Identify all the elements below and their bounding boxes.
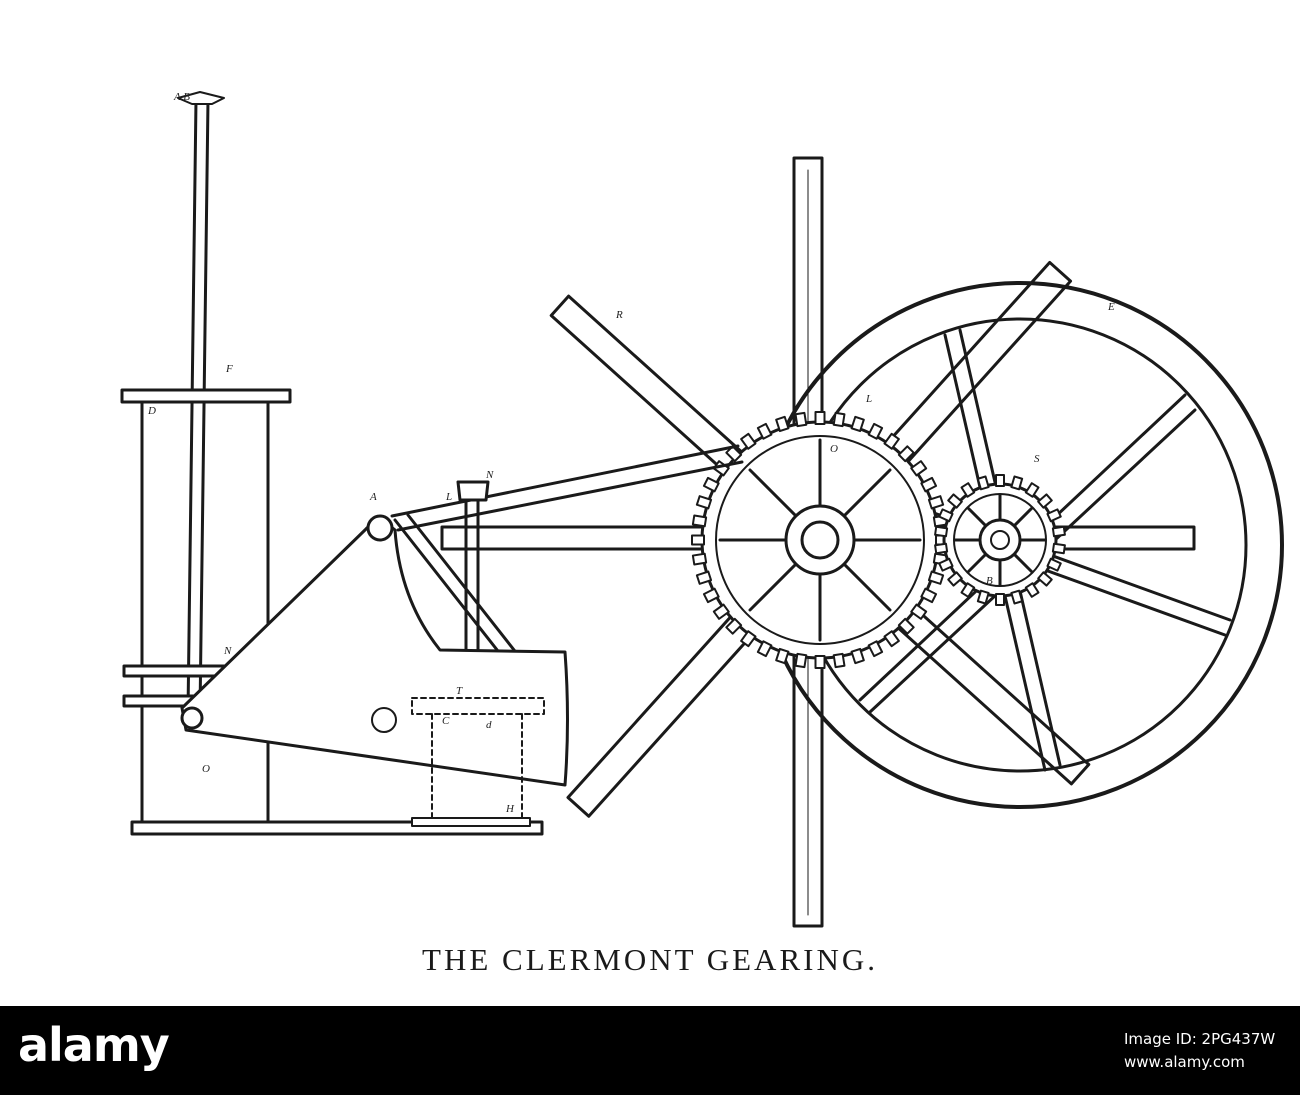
gear-tooth (702, 587, 720, 604)
gear-tooth (691, 534, 705, 546)
large-gear (691, 411, 949, 669)
gear-tooth (814, 411, 826, 425)
label-pump-right: d (486, 719, 492, 731)
gear-tooth (1024, 582, 1040, 598)
gear-tooth (1010, 589, 1024, 605)
gear-tooth (832, 411, 846, 428)
gear-tooth (927, 570, 945, 585)
gear-tooth (725, 617, 743, 635)
label-large-gear: L (865, 393, 872, 405)
label-lever-end: L (445, 491, 452, 503)
label-rod-guide: F (225, 363, 233, 375)
gear-tooth (910, 603, 928, 620)
gear-tooth (1046, 508, 1062, 523)
gear-tooth (897, 617, 915, 635)
label-base-right: H (505, 803, 515, 815)
gear-tooth (850, 415, 865, 433)
gear-tooth (775, 647, 790, 665)
gear-tooth (995, 593, 1005, 606)
label-pivot: A (369, 491, 377, 503)
label-top-rod: A B (173, 91, 190, 103)
engraving-plate: A B F D A L N R E L O S B N O T C d H TH… (120, 91, 1284, 977)
gear-tooth (814, 655, 826, 669)
gear-tooth (1051, 525, 1066, 538)
gear-tooth (1046, 557, 1062, 572)
gear-tooth (934, 525, 949, 538)
watermark-bar (0, 1006, 1300, 1095)
gear-tooth (947, 493, 963, 509)
gear-tooth (910, 460, 928, 477)
alamy-logo: alamy (18, 1018, 170, 1072)
gear-tooth (794, 411, 808, 428)
gear-tooth (938, 557, 954, 572)
gear-tooth (691, 552, 708, 566)
gear-tooth (695, 570, 713, 585)
gear-tooth (712, 603, 730, 620)
gear-tooth (740, 432, 757, 450)
gear-tooth (883, 432, 900, 450)
label-arm: R (615, 309, 623, 321)
gear-tooth (897, 445, 915, 463)
gear-tooth (867, 422, 884, 440)
connecting-rod (390, 444, 744, 532)
image-id: Image ID: 2PG437W (1124, 1030, 1276, 1048)
label-small-hub: B (986, 575, 993, 587)
gear-tooth (702, 476, 720, 493)
figure-caption: THE CLERMONT GEARING. (422, 942, 878, 977)
gear-tooth (883, 630, 900, 648)
gear-tooth (1024, 482, 1040, 498)
pump-box (411, 697, 545, 821)
small-gear (934, 474, 1066, 606)
label-standard: N (485, 469, 494, 481)
label-frame-left: N (223, 645, 232, 657)
gear-tooth (832, 652, 846, 669)
cylinder-frame (120, 388, 292, 824)
label-pump-top: T (456, 685, 463, 697)
gear-tooth (850, 647, 865, 665)
gear-tooth (976, 475, 990, 491)
gear-tooth (934, 542, 949, 555)
gear-tooth (920, 476, 938, 493)
piston-rod (177, 91, 225, 714)
gear-tooth (775, 415, 790, 433)
gear-tooth (794, 652, 808, 669)
bell-crank-lever (180, 514, 569, 787)
gear-tooth (960, 582, 976, 598)
site-url: www.alamy.com (1124, 1053, 1245, 1071)
gearing-drawing: A B F D A L N R E L O S B N O T C d H (120, 91, 1284, 928)
gear-tooth (695, 495, 713, 510)
gear-tooth (938, 508, 954, 523)
gear-tooth (756, 640, 773, 658)
gear-tooth (995, 474, 1005, 487)
gear-tooth (976, 589, 990, 605)
part-labels: A B F D A L N R E L O S B N O T C d H (147, 91, 1115, 815)
gear-tooth (960, 482, 976, 498)
gear-tooth (756, 422, 773, 440)
gear-tooth (927, 495, 945, 510)
gear-tooth (1037, 571, 1053, 587)
gear-tooth (867, 640, 884, 658)
gear-tooth (740, 630, 757, 648)
gear-tooth (725, 445, 743, 463)
gear-tooth (920, 587, 938, 604)
gear-tooth (1037, 493, 1053, 509)
label-wheel: E (1107, 301, 1115, 313)
label-gear-center: O (830, 443, 838, 455)
gear-tooth (947, 571, 963, 587)
gear-tooth (1051, 542, 1066, 555)
gear-tooth (691, 514, 708, 528)
label-base-left: O (202, 763, 210, 775)
label-small-gear: S (1034, 453, 1040, 465)
label-pump-mid: C (442, 715, 450, 727)
gear-tooth (1010, 475, 1024, 491)
label-cylinder-top: D (147, 405, 156, 417)
pump-foot (411, 817, 531, 827)
